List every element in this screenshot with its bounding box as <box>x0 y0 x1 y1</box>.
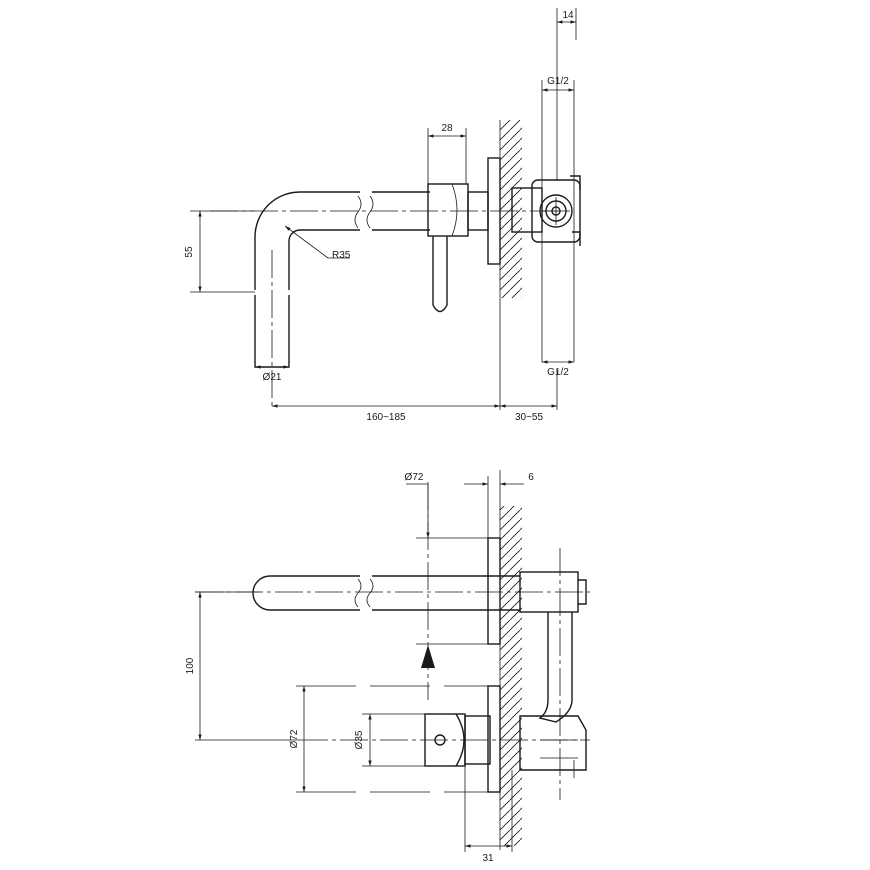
dim-31-label: 31 <box>482 853 494 864</box>
valve-body-top <box>511 80 581 362</box>
dim-g12-bottom-label: G1/2 <box>547 367 569 378</box>
wall-plate-lower <box>487 685 501 793</box>
wall-hatch-bottom <box>499 470 522 850</box>
dim-d72-top: Ø72 <box>405 472 488 645</box>
dim-28: 28 <box>427 123 467 184</box>
dim-100: 100 <box>185 591 300 741</box>
dim-length: 160~185 30~55 <box>272 362 558 423</box>
dim-d72-top-label: Ø72 <box>405 472 424 483</box>
dim-6: 6 <box>464 472 534 538</box>
dim-160-185-label: 160~185 <box>366 412 406 423</box>
dim-28-label: 28 <box>441 123 453 134</box>
dim-g12-top-label: G1/2 <box>547 76 569 87</box>
dim-100-label: 100 <box>185 657 196 674</box>
dim-r35-label: R35 <box>332 250 351 261</box>
dim-d72-lower-label: Ø72 <box>289 729 300 748</box>
dim-d21-label: Ø21 <box>263 372 282 383</box>
spout-tube-bottom <box>252 575 520 611</box>
dim-14: 14 <box>556 8 577 180</box>
dim-g12-top: G1/2 <box>542 76 574 92</box>
wall-hatch-top <box>499 120 522 362</box>
dim-d21: Ø21 <box>255 365 289 383</box>
mixer-body-top <box>427 183 489 313</box>
dim-6-label: 6 <box>528 472 534 483</box>
arrow-up-icon <box>421 645 435 668</box>
dim-30-55-label: 30~55 <box>515 412 544 423</box>
dim-55: 55 <box>184 210 255 293</box>
dim-55-label: 55 <box>184 246 195 258</box>
dim-d35: Ø35 <box>354 713 425 767</box>
bottom-view: Ø72 6 100 Ø72 Ø35 <box>185 470 590 864</box>
dim-d72-lower: Ø72 <box>289 685 488 793</box>
dim-31: 31 <box>464 766 513 864</box>
spout-tube-top <box>254 191 430 368</box>
dim-14-label: 14 <box>562 10 574 21</box>
wall-plate-upper <box>487 537 501 645</box>
top-view: 14 G1/2 G1/2 28 55 R <box>184 8 581 423</box>
valve-body-bottom <box>519 548 587 800</box>
dim-d35-label: Ø35 <box>354 730 365 749</box>
dim-g12-bottom: G1/2 <box>542 360 574 378</box>
dim-r35: R35 <box>284 225 351 261</box>
